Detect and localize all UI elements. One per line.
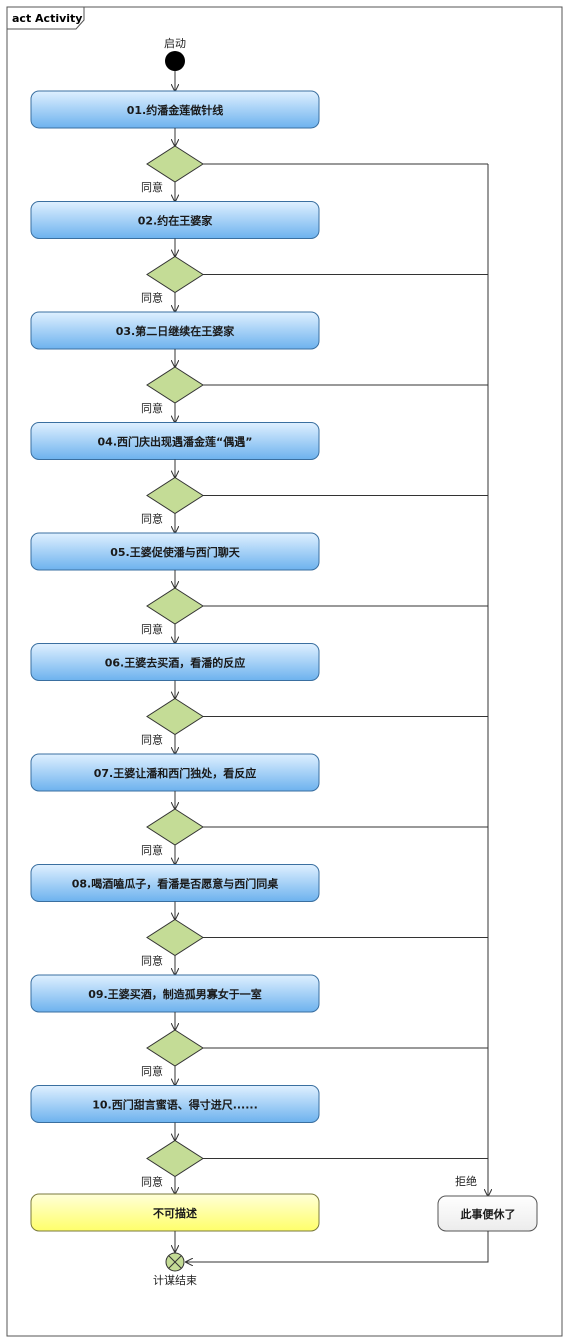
activity-label-5: 05.王婆促使潘与西门聊天 [110,545,240,559]
reject-activity-label: 此事便休了 [461,1207,516,1221]
end-label: 计谋结束 [153,1274,197,1287]
activity-label-1: 01.约潘金莲做针线 [127,103,224,117]
activity-label-7: 07.王婆让潘和西门独处，看反应 [94,766,257,780]
decision-yes-label-2: 同意 [141,291,163,305]
frame-tab [6,6,85,30]
decision-yes-label-10: 同意 [141,1175,163,1189]
decision-yes-label-8: 同意 [141,954,163,968]
activity-label-9: 09.王婆买酒，制造孤男寡女于一室 [88,987,262,1001]
decision-yes-label-6: 同意 [141,733,163,747]
start-node [165,51,185,71]
activity-label-10: 10.西门甜言蜜语、得寸进尺...... [92,1098,258,1112]
decision-yes-label-9: 同意 [141,1064,163,1078]
decision-yes-label-7: 同意 [141,843,163,857]
decision-yes-label-3: 同意 [141,401,163,415]
end-node-cross-b [168,1255,182,1269]
decision-yes-label-1: 同意 [141,180,163,194]
flow-layer: 01.约潘金莲做针线同意02.约在王婆家同意03.第二日继续在王婆家同意04.西… [30,71,488,1196]
frame-title: act Activity [12,12,82,25]
decision-6 [146,697,204,736]
start-label: 启动 [164,37,186,50]
decision-yes-label-4: 同意 [141,512,163,526]
decision-5 [146,587,204,625]
activity-label-3: 03.第二日继续在王婆家 [116,324,235,338]
reject-edge-label: 拒绝 [455,1174,477,1188]
activity-label-6: 06.王婆去买酒，看潘的反应 [105,656,246,670]
decision-7 [146,808,204,846]
decision-9 [146,1029,204,1067]
decision-2 [146,255,204,294]
activity-label-4: 04.西门庆出现遇潘金莲“偶遇” [98,435,253,449]
activity-label-2: 02.约在王婆家 [138,214,213,228]
decision-4 [146,476,204,515]
activity-label-8: 08.喝酒嗑瓜子，看潘是否愿意与西门同桌 [72,877,279,891]
decision-yes-label-5: 同意 [141,622,163,636]
frame-border [6,6,563,1337]
edge-reject-to-end [186,1231,489,1262]
decision-1 [146,145,204,183]
decision-8 [146,918,204,957]
decision-3 [146,366,204,404]
decision-10 [146,1139,204,1178]
final-activity-label: 不可描述 [153,1206,197,1220]
